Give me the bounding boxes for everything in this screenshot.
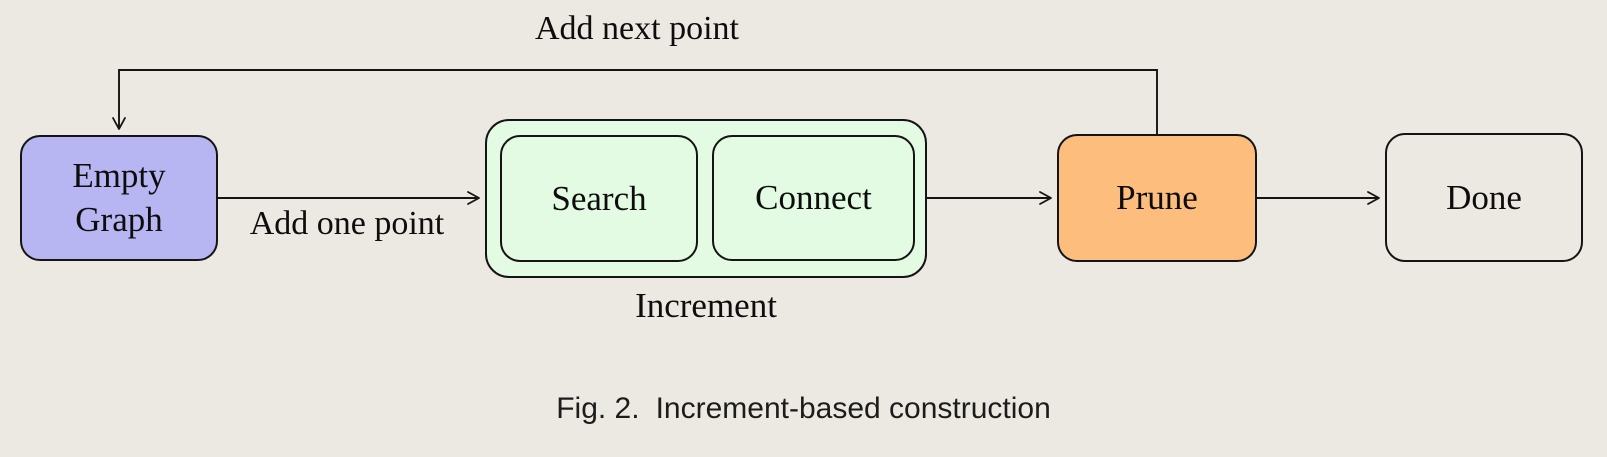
node-connect-label: Connect (755, 178, 872, 218)
node-connect: Connect (712, 135, 915, 261)
node-prune-label: Prune (1116, 178, 1198, 218)
edge-label-add-next-point: Add next point (535, 10, 739, 47)
figure-caption-number: Fig. 2. (556, 392, 640, 425)
node-done-label: Done (1446, 177, 1522, 217)
node-empty-graph-label: Empty Graph (72, 156, 166, 239)
node-search-label: Search (551, 178, 647, 218)
edge-label-add-one-point: Add one point (249, 205, 445, 242)
node-search: Search (500, 135, 698, 262)
figure-caption: Fig. 2. Increment-based construction (0, 392, 1607, 426)
node-empty-graph: Empty Graph (20, 135, 218, 261)
figure-caption-text: Increment-based construction (655, 392, 1051, 425)
group-increment-label: Increment (635, 286, 777, 325)
node-prune: Prune (1057, 134, 1257, 262)
node-done: Done (1385, 133, 1583, 262)
